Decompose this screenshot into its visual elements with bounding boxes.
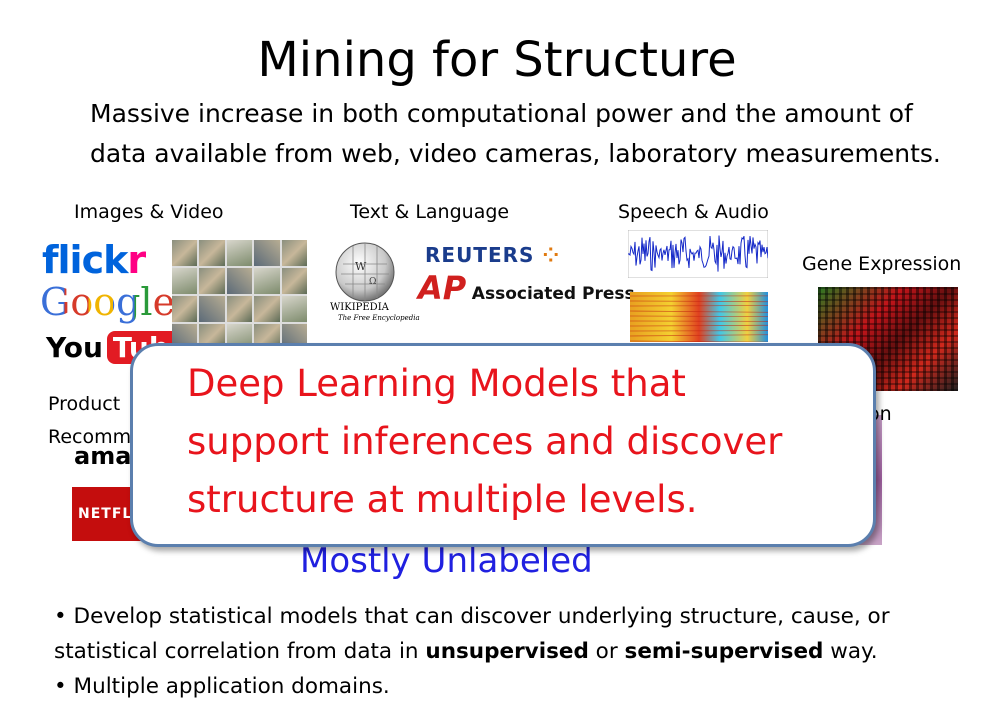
reuters-logo: REUTERS ⁘	[425, 242, 560, 268]
bullet-1-text-a: statistical correlation from data in	[54, 639, 426, 664]
bullet-1: • Develop statistical models that can di…	[54, 604, 890, 629]
category-gene-expression: Gene Expression	[802, 253, 962, 275]
svg-text:Ω: Ω	[369, 277, 376, 287]
callout-line-3: structure at multiple levels.	[187, 478, 698, 521]
wikipedia-globe-icon: W Ω	[335, 242, 395, 302]
associated-press-logo: AP Associated Press	[418, 270, 635, 312]
category-images-video: Images & Video	[74, 201, 224, 223]
subtitle-line-1: Massive increase in both computational p…	[90, 99, 913, 128]
audio-waveform-image	[628, 230, 768, 278]
photo-collage-image	[172, 240, 307, 350]
category-product-partial: Product	[48, 393, 121, 415]
category-speech-audio: Speech & Audio	[618, 201, 769, 223]
flickr-logo: flickr	[42, 238, 146, 282]
ap-mark: AP	[418, 269, 467, 307]
mostly-unlabeled-text: Mostly Unlabeled	[300, 541, 593, 581]
google-logo: Google	[40, 280, 175, 324]
bullet-1-bold-unsupervised: unsupervised	[425, 639, 589, 664]
svg-text:W: W	[355, 260, 367, 273]
flickr-logo-part-a: flick	[42, 238, 128, 282]
spectrogram-image	[630, 292, 768, 342]
bullet-1-text-c: way.	[823, 639, 878, 664]
category-text-language: Text & Language	[350, 201, 510, 223]
ap-text: Associated Press	[471, 284, 635, 304]
youtube-logo-you: You	[46, 331, 103, 364]
category-recommendation-partial: Recomm	[48, 426, 132, 448]
google-logo-text: Google	[40, 280, 176, 324]
subtitle-line-2: data available from web, video cameras, …	[90, 139, 941, 168]
bullet-1-text-b: or	[588, 639, 625, 664]
slide-title: Mining for Structure	[257, 32, 737, 88]
bullet-1-bold-semi-supervised: semi-supervised	[624, 639, 824, 664]
callout-line-2: support inferences and discover	[187, 420, 783, 463]
flickr-logo-part-b: r	[127, 238, 146, 282]
bullet-1-continued: statistical correlation from data in uns…	[54, 637, 878, 667]
reuters-logo-text: REUTERS	[425, 243, 535, 267]
reuters-dots-icon: ⁘	[542, 243, 561, 267]
bullet-2: • Multiple application domains.	[54, 674, 390, 699]
wikipedia-tagline: The Free Encyclopedia	[338, 314, 420, 322]
callout-line-1: Deep Learning Models that	[187, 362, 686, 405]
wikipedia-wordmark: WIKIPEDIA	[330, 302, 389, 313]
callout-box	[130, 343, 876, 547]
